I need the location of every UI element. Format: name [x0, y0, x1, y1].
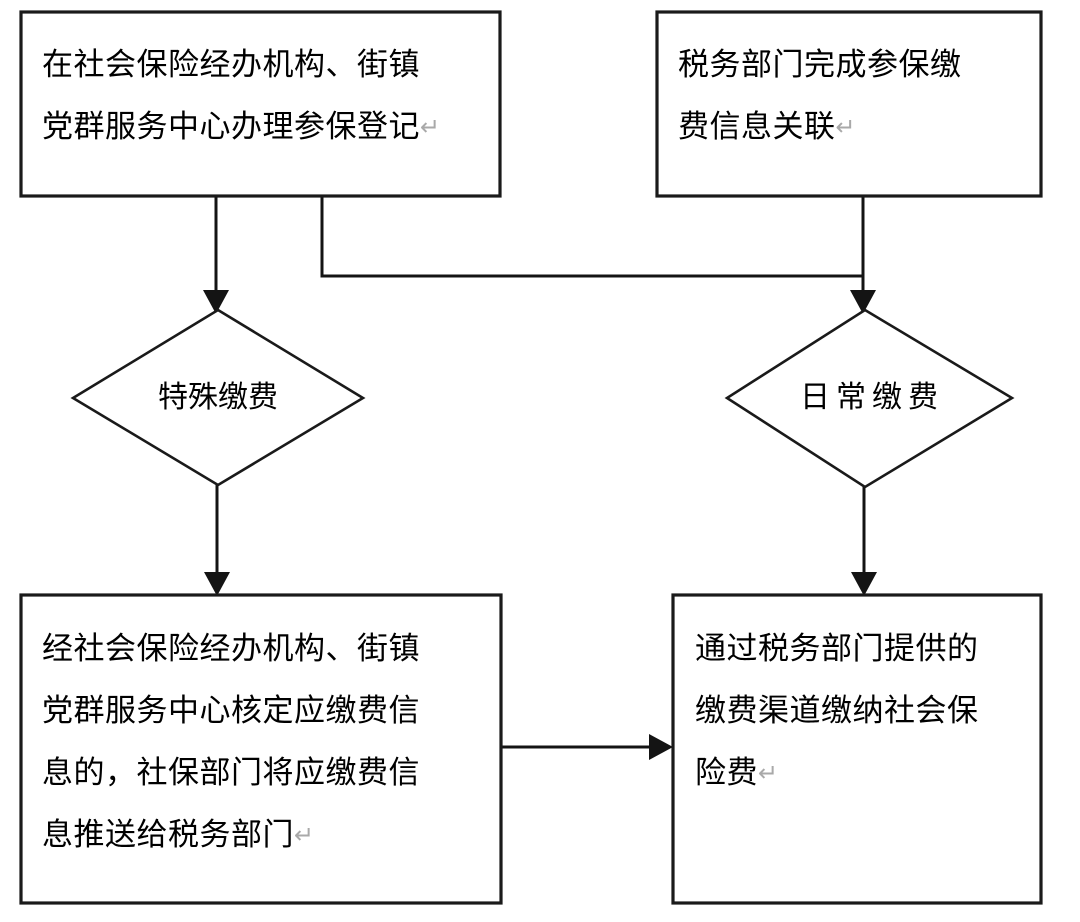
- node-daily-payment-shape[interactable]: [724, 308, 1015, 489]
- node-layer: [19, 10, 1043, 905]
- node-push-info-shape[interactable]: [19, 593, 503, 905]
- connector-layer: [203, 197, 877, 760]
- node-register-shape[interactable]: [19, 10, 502, 198]
- edge-special-to-push: [204, 485, 230, 596]
- node-special-payment-shape[interactable]: [70, 308, 366, 487]
- edge-daily-to-pay: [851, 487, 877, 596]
- node-tax-link-shape[interactable]: [655, 10, 1043, 198]
- edge-register-to-special: [203, 197, 229, 314]
- edge-register-to-daily: [320, 197, 863, 278]
- edge-push-to-pay: [501, 734, 673, 760]
- node-pay-channel-shape[interactable]: [671, 593, 1043, 905]
- edge-tax-link-to-daily: [850, 197, 876, 314]
